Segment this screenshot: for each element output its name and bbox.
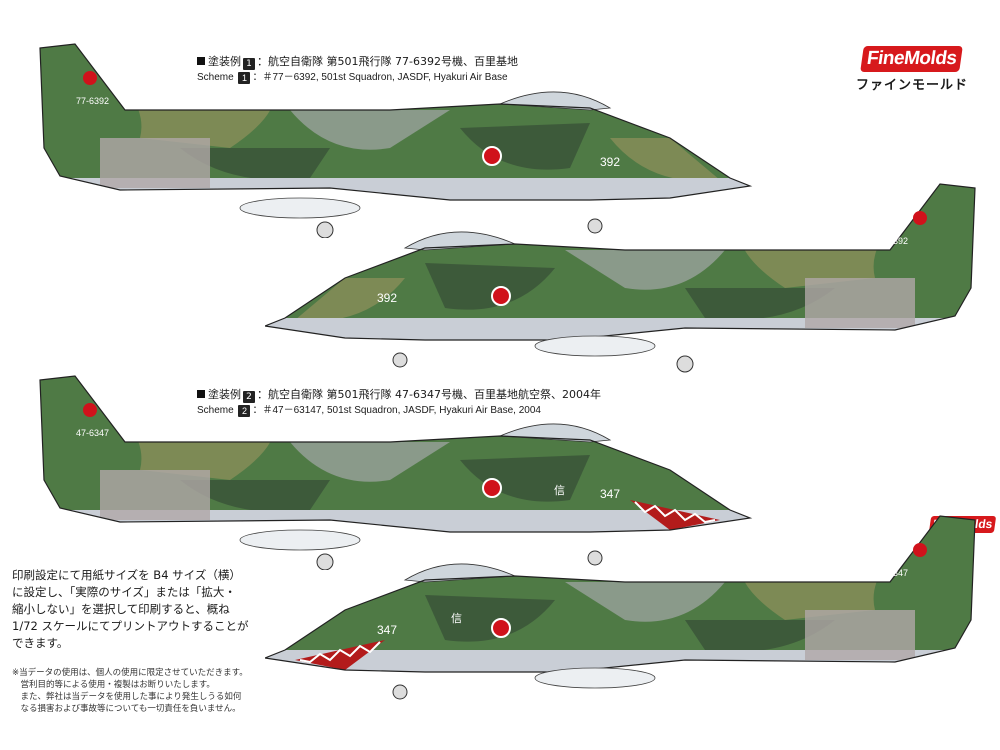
aircraft-profile-2: 77-6392 392 — [265, 183, 976, 373]
bullet-square-icon — [197, 390, 205, 398]
tail-serial-text: 47-6347 — [875, 568, 908, 578]
main-wheel — [316, 221, 334, 238]
hinomaru-roundel — [482, 146, 502, 166]
scheme2-number-badge-en: 2 — [238, 405, 251, 417]
woodpecker-emblem-icon — [913, 543, 927, 557]
scheme2-number-badge: 2 — [243, 391, 255, 403]
nose-wheel — [392, 352, 408, 368]
drop-tank — [534, 335, 656, 357]
nose-number-text: 347 — [377, 623, 397, 637]
logo-wordmark: FineMolds — [860, 46, 964, 72]
drop-tank — [239, 529, 361, 551]
finemolds-logo: FineMolds ファインモールド — [852, 46, 972, 93]
main-wheel — [316, 553, 334, 570]
nose-number-text: 392 — [377, 291, 397, 305]
nose-wheel — [587, 218, 603, 234]
scheme1-number-badge: 1 — [243, 58, 255, 70]
hinomaru-roundel — [491, 618, 511, 638]
aircraft-profile-4: 47-6347 347 信 — [265, 515, 976, 700]
kanji-marking-text: 信 — [554, 484, 565, 497]
hinomaru-roundel — [491, 286, 511, 306]
bullet-square-icon — [197, 57, 205, 65]
tail-serial-text: 47-6347 — [76, 428, 109, 438]
scheme2-en-line: Scheme 2：＃47－63147, 501st Squadron, JASD… — [197, 405, 541, 417]
woodpecker-emblem-icon — [83, 403, 97, 417]
scheme1-number-badge-en: 1 — [238, 72, 251, 84]
tail-serial-text: 77-6392 — [875, 236, 908, 246]
nose-number-text: 347 — [600, 487, 620, 501]
nose-number-text: 392 — [600, 155, 620, 169]
woodpecker-emblem-icon — [913, 211, 927, 225]
main-wheel — [676, 355, 694, 373]
drop-tank — [239, 197, 361, 219]
hinomaru-roundel — [482, 478, 502, 498]
nose-wheel — [587, 550, 603, 566]
woodpecker-emblem-icon — [83, 71, 97, 85]
aircraft-profile-3: 47-6347 347 信 — [39, 375, 753, 570]
usage-notes: ※当データの使用は、個人の使用に限定させていただきます。 営利目的等による使用・… — [12, 668, 248, 714]
nose-wheel — [392, 684, 408, 700]
tail-serial-text: 77-6392 — [76, 96, 109, 106]
scheme1-en-line: Scheme 1：＃77－6392, 501st Squadron, JASDF… — [197, 72, 508, 84]
print-instructions: 印刷設定にて用紙サイズを B4 サイズ（横） に設定し、「実際のサイズ」または「… — [12, 568, 249, 650]
aircraft-profile-1: 77-6392 392 — [39, 43, 753, 238]
logo-kana: ファインモールド — [855, 78, 968, 93]
drop-tank — [534, 667, 656, 689]
kanji-marking-text: 信 — [451, 612, 462, 625]
